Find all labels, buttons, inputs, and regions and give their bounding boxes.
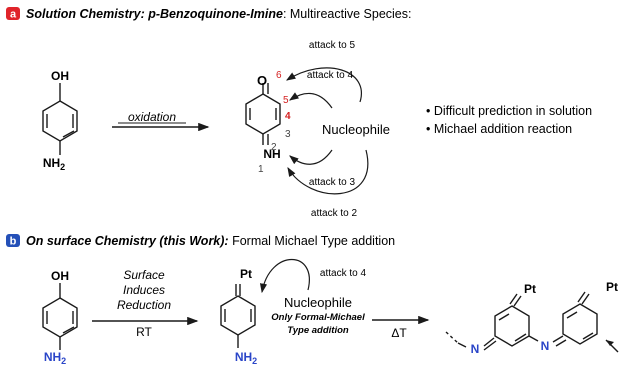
- arrow-attack-3: [289, 149, 333, 165]
- panel-a-badge-box: [6, 7, 20, 20]
- coupled-product: [445, 291, 619, 353]
- note-line-1: Only Formal-Michael: [271, 312, 365, 323]
- note-line-2: Type addition: [287, 325, 349, 336]
- pt-label-intermediate: Pt: [240, 267, 252, 281]
- position-1: 1: [258, 164, 264, 175]
- aminophenol-b-amine: NH2: [44, 350, 66, 366]
- attack-to-3-label: attack to 3: [309, 177, 356, 188]
- pt-intermediate: [220, 284, 256, 348]
- panel-a-badge: a: [10, 9, 17, 21]
- panel-a-title: Solution Chemistry: p-Benzoquinone-Imine…: [26, 7, 411, 21]
- oxidation-label: oxidation: [128, 110, 176, 124]
- arrow-attack-5: [285, 67, 362, 103]
- attack-to-4-b-label: attack to 4: [320, 268, 367, 279]
- bullet-2: • Michael addition reaction: [426, 122, 572, 136]
- quinone-imine-nh: NH: [263, 147, 280, 161]
- condition-induces: Induces: [123, 283, 165, 297]
- position-3: 3: [285, 129, 291, 140]
- coupling-arrow-tip: [606, 340, 614, 346]
- aminophenol-a-amine: NH2: [43, 156, 65, 172]
- aminophenol-a: [42, 83, 78, 155]
- arrow-attack-2: [287, 149, 369, 195]
- aminophenol-b-oh: OH: [51, 269, 69, 283]
- panel-b: b On surface Chemistry (this Work): Form…: [6, 234, 619, 366]
- intermediate-amine: NH2: [235, 350, 257, 366]
- panel-a: a Solution Chemistry: p-Benzoquinone-Imi…: [6, 7, 592, 219]
- condition-reduction: Reduction: [117, 298, 171, 312]
- position-2: 2: [271, 142, 277, 153]
- attack-to-4-label: attack to 4: [307, 70, 354, 81]
- position-6: 6: [276, 70, 282, 81]
- position-5: 5: [283, 95, 289, 106]
- product-pt1: Pt: [524, 282, 536, 296]
- nucleophile-b: Nucleophile: [284, 295, 352, 310]
- quinone-imine: [245, 83, 281, 145]
- condition-rt: RT: [136, 325, 152, 339]
- panel-b-title: On surface Chemistry (this Work): Formal…: [26, 234, 395, 248]
- position-4: 4: [285, 111, 291, 122]
- panel-b-badge: b: [10, 236, 17, 248]
- arrow-attack-4-b: [259, 258, 310, 294]
- condition-surface: Surface: [123, 268, 165, 282]
- aminophenol-a-oh: OH: [51, 69, 69, 83]
- product-pt2: Pt: [606, 280, 618, 294]
- attack-to-5-label: attack to 5: [309, 40, 356, 51]
- heat-label: ΔT: [391, 326, 407, 340]
- arrow-attack-4: [289, 92, 333, 109]
- bullet-1: • Difficult prediction in solution: [426, 104, 592, 118]
- panel-b-badge-box: [6, 234, 20, 247]
- quinone-oxygen: O: [257, 73, 267, 88]
- aminophenol-b: [42, 283, 78, 350]
- product-n2: N: [541, 339, 550, 353]
- attack-to-2-label: attack to 2: [311, 208, 358, 219]
- product-n1: N: [471, 342, 480, 356]
- nucleophile-a: Nucleophile: [322, 122, 390, 137]
